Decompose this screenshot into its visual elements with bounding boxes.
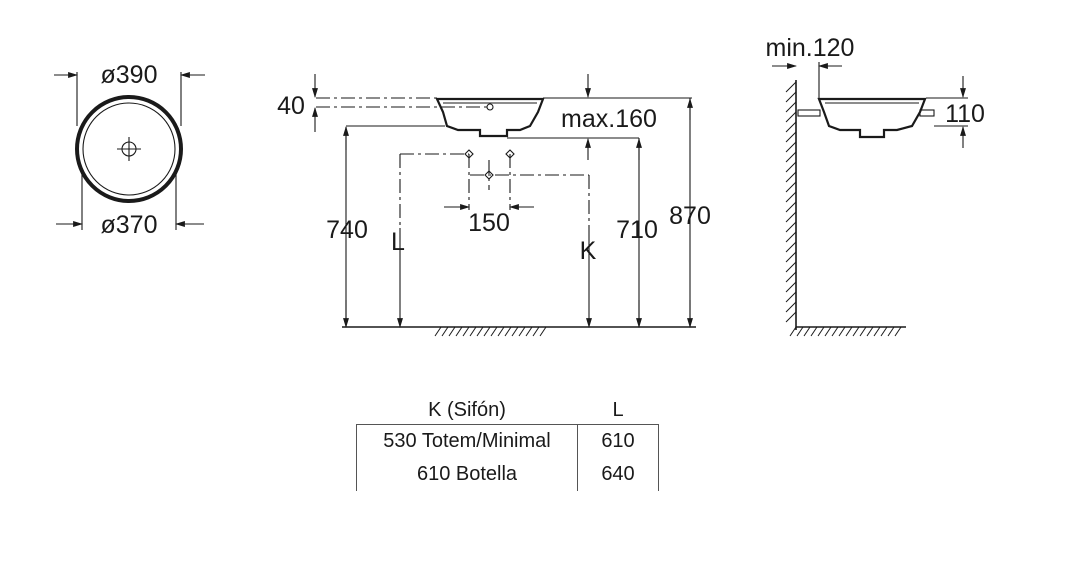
basin-inner-circle: [82, 102, 176, 196]
table-cell-k: 610 Botella: [356, 458, 578, 491]
side-view: min.120 110: [766, 34, 985, 337]
rim-height-label: 40: [277, 92, 305, 120]
floor-hatch: [434, 326, 547, 337]
front-view: 40 max.160 150 740 L K 7: [277, 74, 711, 337]
min-label: min.120: [766, 34, 855, 62]
top-view: ø390 ø370: [54, 61, 205, 239]
K-label: K: [580, 237, 597, 265]
siphon-spec-table: K (Sifón) L 530 Totem/Minimal 610 610 Bo…: [356, 396, 659, 491]
table-row: 530 Totem/Minimal 610: [356, 424, 659, 458]
basin-side-section: [817, 97, 927, 139]
table-header-row: K (Sifón) L: [356, 396, 659, 425]
table-row: 610 Botella 640: [356, 458, 659, 491]
wall-hatch: [785, 81, 797, 323]
outer-diameter-label: ø390: [101, 61, 158, 89]
table-cell-l: 610: [577, 424, 659, 458]
dim-710-label: 710: [616, 216, 658, 244]
dim-870-label: 870: [669, 202, 711, 230]
table-cell-k: 530 Totem/Minimal: [356, 424, 578, 458]
drain-spacing-label: 150: [468, 209, 510, 237]
dim-740-label: 740: [326, 216, 368, 244]
height-label: 110: [945, 100, 985, 128]
table-header-k: K (Sifón): [356, 396, 578, 425]
table-cell-l: 640: [577, 458, 659, 491]
table-header-l: L: [577, 396, 659, 425]
L-label: L: [391, 228, 405, 256]
basin-section: [435, 97, 545, 138]
max-label: max.160: [561, 105, 657, 133]
inner-diameter-label: ø370: [101, 211, 158, 239]
